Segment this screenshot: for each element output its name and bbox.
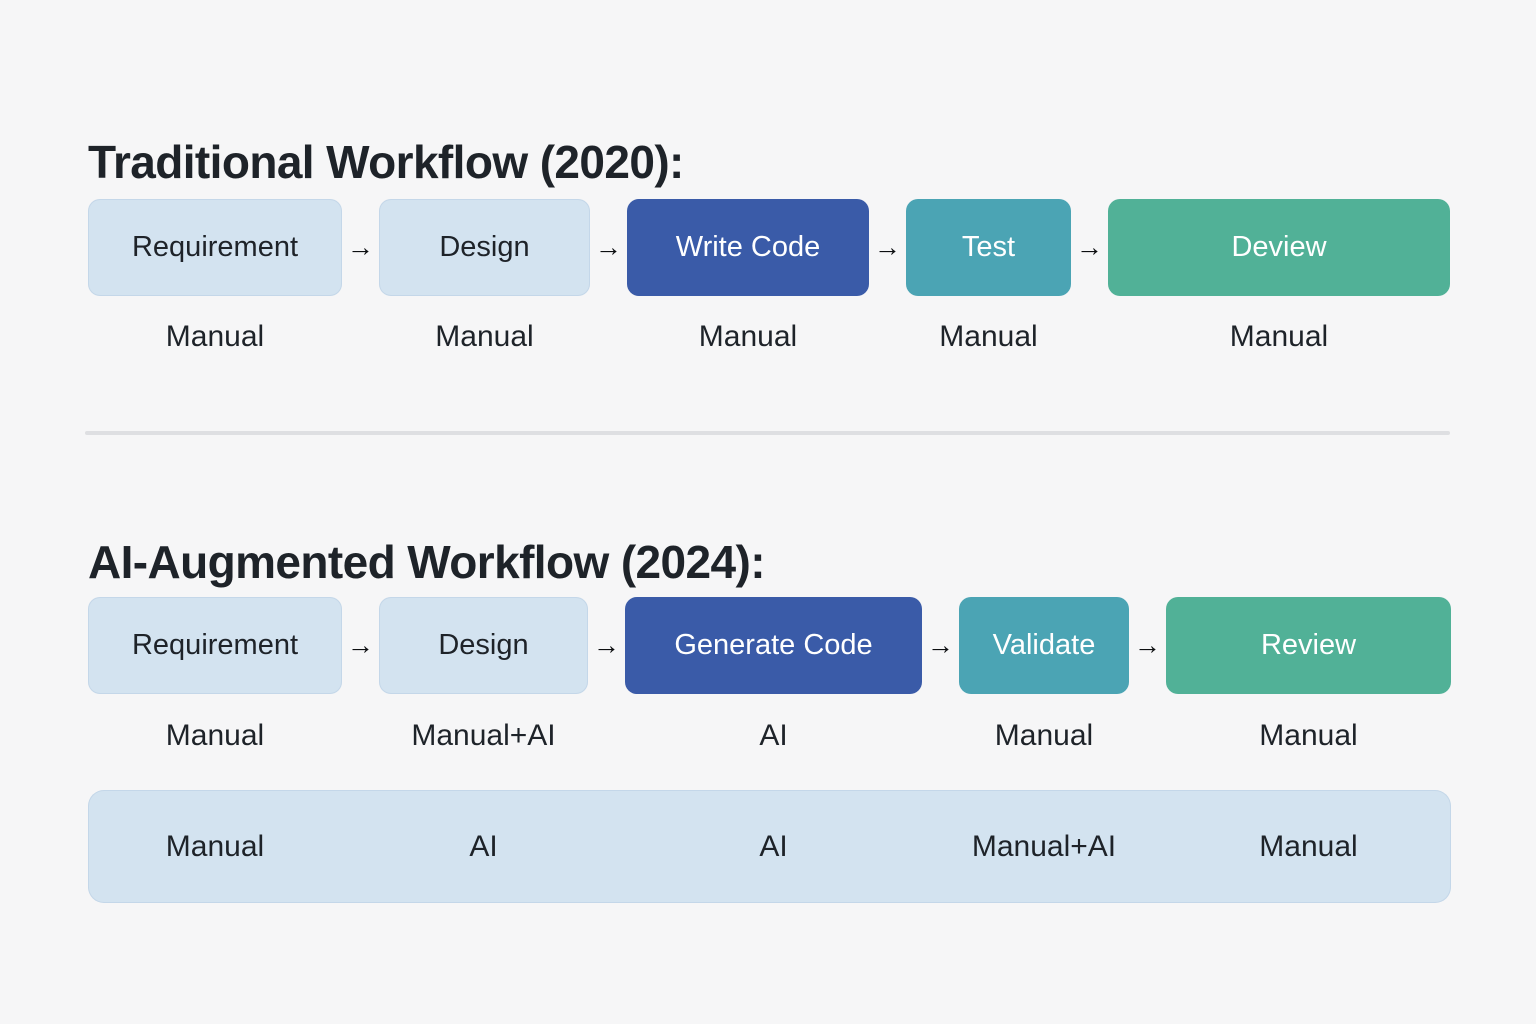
step-note: Manual	[1229, 320, 1329, 353]
step-box-write-code: Write Code	[627, 199, 869, 296]
step-note: Manual	[698, 320, 798, 353]
arrow-right-icon: →	[347, 232, 374, 262]
step-box-validate: Validate	[959, 597, 1129, 694]
step-note: Manual+AI	[411, 719, 556, 752]
ai-notes-row: Manual Manual+AI AI Manual Manual	[88, 719, 1451, 753]
step-note: Manual	[1259, 719, 1358, 752]
step-note: Manual	[165, 320, 265, 353]
step-note: AI	[759, 719, 788, 752]
step-box-design: Design	[379, 199, 590, 296]
step-note: Manual	[994, 719, 1094, 752]
arrow-right-icon: →	[927, 630, 954, 660]
step-box-test: Test	[906, 199, 1071, 296]
step-box-requirement: Requirement	[88, 199, 342, 296]
arrow-right-icon: →	[347, 630, 374, 660]
summary-cell: Manual	[165, 829, 265, 863]
arrow-right-icon: →	[593, 630, 620, 660]
ai-augmented-workflow-title: AI-Augmented Workflow (2024):	[88, 535, 766, 588]
summary-cell: Manual	[1259, 829, 1358, 863]
arrow-right-icon: →	[1134, 630, 1161, 660]
traditional-workflow-title: Traditional Workflow (2020):	[88, 135, 684, 188]
summary-cell: AI	[759, 829, 788, 863]
arrow-right-icon: →	[1076, 232, 1103, 262]
step-box-design: Design	[379, 597, 588, 694]
step-note: Manual	[939, 320, 1038, 353]
step-box-requirement: Requirement	[88, 597, 342, 694]
traditional-flow-row: Requirement → Design → Write Code → Test…	[88, 199, 1450, 296]
step-box-review: Review	[1166, 597, 1451, 694]
ai-flow-row: Requirement → Design → Generate Code → V…	[88, 597, 1451, 694]
summary-cell: AI	[469, 829, 498, 863]
step-box-generate-code: Generate Code	[625, 597, 922, 694]
summary-banner: Manual AI AI Manual+AI Manual	[88, 790, 1451, 903]
step-note: Manual	[165, 719, 265, 752]
summary-cell: Manual+AI	[971, 829, 1117, 863]
traditional-notes-row: Manual Manual Manual Manual Manual	[88, 320, 1450, 354]
step-box-deview: Deview	[1108, 199, 1450, 296]
step-note: Manual	[435, 320, 534, 353]
section-divider	[85, 431, 1450, 435]
arrow-right-icon: →	[595, 232, 622, 262]
arrow-right-icon: →	[874, 232, 901, 262]
